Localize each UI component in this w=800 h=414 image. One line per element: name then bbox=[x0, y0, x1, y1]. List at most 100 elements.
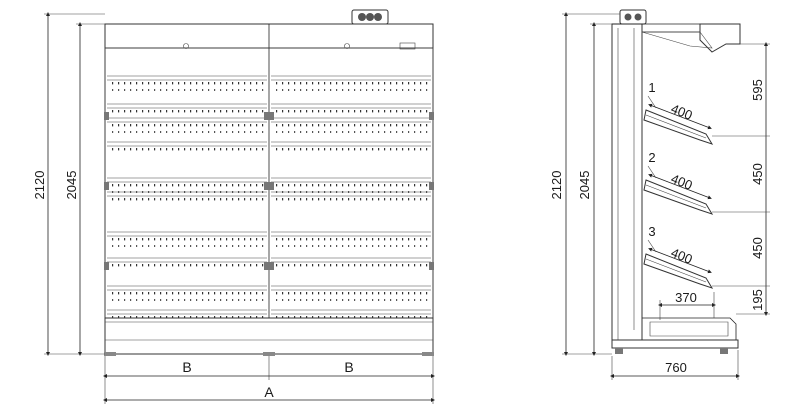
perforation bbox=[250, 82, 252, 85]
perforation bbox=[154, 82, 156, 85]
perforation bbox=[148, 82, 150, 85]
perforation bbox=[220, 110, 222, 113]
perforation bbox=[124, 238, 126, 241]
perforation bbox=[312, 264, 314, 267]
perforation bbox=[202, 292, 204, 295]
perforation bbox=[294, 82, 296, 85]
perforation bbox=[190, 264, 192, 267]
perforation bbox=[250, 292, 252, 295]
perforation bbox=[172, 316, 174, 319]
perforation bbox=[166, 148, 168, 151]
perforation bbox=[378, 292, 380, 295]
perforation bbox=[208, 184, 210, 187]
perforation bbox=[214, 299, 216, 301]
perforation bbox=[414, 316, 416, 319]
perforation bbox=[354, 299, 356, 301]
perforation bbox=[348, 316, 350, 319]
perforation bbox=[166, 292, 168, 295]
perforation bbox=[408, 82, 410, 85]
perforation bbox=[124, 89, 126, 91]
perforation bbox=[178, 110, 180, 113]
perforation bbox=[136, 264, 138, 267]
spacing-low-label: 450 bbox=[750, 237, 765, 259]
perforation bbox=[336, 292, 338, 295]
perforation bbox=[354, 264, 356, 267]
perforation bbox=[130, 316, 132, 319]
perforation bbox=[184, 148, 186, 151]
perforation bbox=[384, 264, 386, 267]
perforation bbox=[250, 110, 252, 113]
perforation bbox=[166, 82, 168, 85]
perforation bbox=[336, 124, 338, 127]
perforation bbox=[172, 148, 174, 151]
perforation bbox=[232, 110, 234, 113]
perforation bbox=[160, 245, 162, 247]
perforation bbox=[118, 198, 120, 201]
perforation bbox=[324, 89, 326, 91]
perforation bbox=[262, 82, 264, 85]
perforation bbox=[118, 184, 120, 187]
perforation bbox=[420, 245, 422, 247]
perforation bbox=[294, 264, 296, 267]
perforation bbox=[306, 299, 308, 301]
perforation bbox=[142, 299, 144, 301]
perforation bbox=[160, 198, 162, 201]
perforation bbox=[124, 316, 126, 319]
perforation bbox=[214, 82, 216, 85]
perforation bbox=[420, 131, 422, 133]
perforation bbox=[366, 264, 368, 267]
perforation bbox=[142, 148, 144, 151]
perforation bbox=[250, 198, 252, 201]
perforation bbox=[402, 292, 404, 295]
perforation bbox=[420, 110, 422, 113]
depth-label: 760 bbox=[665, 360, 687, 375]
perforation bbox=[136, 316, 138, 319]
perforation bbox=[306, 184, 308, 187]
perforation bbox=[318, 124, 320, 127]
perforation bbox=[348, 82, 350, 85]
perforation bbox=[136, 198, 138, 201]
perforation bbox=[324, 198, 326, 201]
perforation bbox=[276, 245, 278, 247]
perforation bbox=[276, 316, 278, 319]
perforation bbox=[226, 184, 228, 187]
perforation bbox=[202, 89, 204, 91]
perforation bbox=[336, 198, 338, 201]
perforation bbox=[256, 316, 258, 319]
perforation bbox=[196, 148, 198, 151]
perforation bbox=[288, 124, 290, 127]
perforation bbox=[160, 264, 162, 267]
perforation bbox=[250, 264, 252, 267]
perforation bbox=[184, 264, 186, 267]
perforation bbox=[208, 89, 210, 91]
perforation bbox=[420, 299, 422, 301]
perforation bbox=[130, 299, 132, 301]
perforation bbox=[172, 198, 174, 201]
perforation bbox=[154, 245, 156, 247]
light-fixture-icon bbox=[344, 43, 350, 49]
perforation bbox=[384, 124, 386, 127]
perforation bbox=[178, 245, 180, 247]
perforation bbox=[196, 124, 198, 127]
perforation bbox=[214, 131, 216, 133]
perforation bbox=[190, 131, 192, 133]
perforation bbox=[196, 110, 198, 113]
perforation bbox=[166, 264, 168, 267]
perforation bbox=[196, 198, 198, 201]
perforation bbox=[184, 82, 186, 85]
perforation bbox=[262, 124, 264, 127]
perforation bbox=[294, 184, 296, 187]
perforation bbox=[384, 316, 386, 319]
perforation bbox=[178, 131, 180, 133]
perforation bbox=[396, 316, 398, 319]
perforation bbox=[348, 238, 350, 241]
perforation bbox=[420, 292, 422, 295]
perforation bbox=[130, 110, 132, 113]
shelf-edge bbox=[645, 184, 707, 209]
perforation bbox=[166, 184, 168, 187]
perforation bbox=[330, 292, 332, 295]
perforation bbox=[366, 316, 368, 319]
perforation bbox=[282, 264, 284, 267]
perforation bbox=[160, 124, 162, 127]
leader-line bbox=[647, 239, 657, 253]
